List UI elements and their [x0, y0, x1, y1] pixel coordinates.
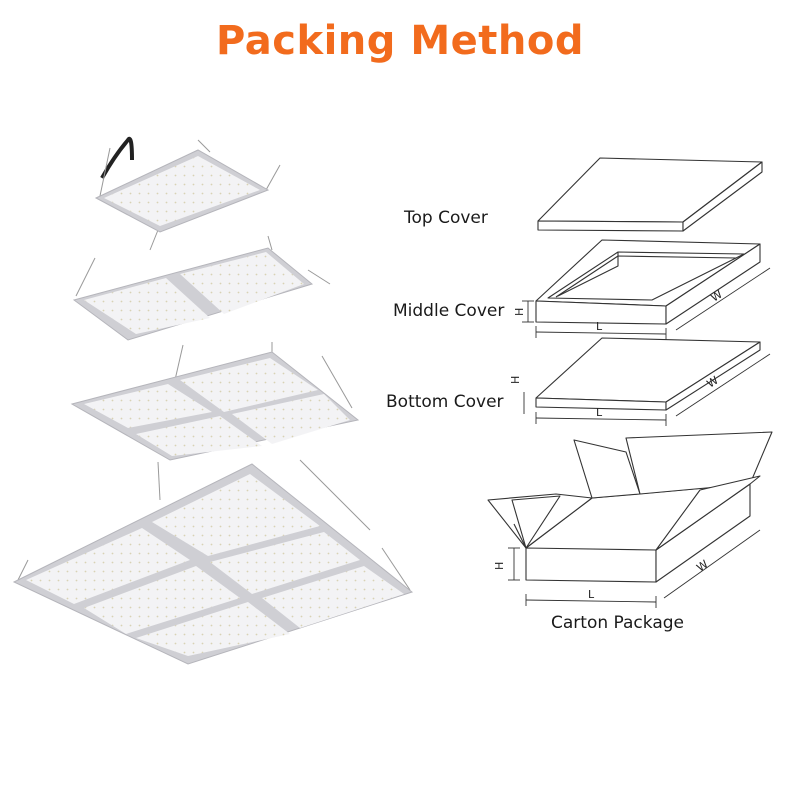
bottom-height-label: H [509, 376, 522, 384]
grow-light-panel-6 [12, 459, 414, 665]
bottom-cover-drawing [535, 337, 761, 411]
middle-cover-label: Middle Cover [393, 301, 505, 321]
carton-height-label: H [493, 562, 506, 570]
middle-height-label: H [513, 308, 526, 316]
page-title: Packing Method [216, 18, 584, 64]
grow-light-panel-1 [94, 137, 281, 251]
top-cover-drawing [537, 157, 763, 232]
middle-length-label: L [596, 320, 603, 333]
carton-width-label: W [694, 557, 710, 574]
top-cover-label: Top Cover [404, 208, 488, 228]
carton-length-label: L [588, 588, 595, 601]
carton-package-drawing [487, 431, 773, 583]
carton-package-label: Carton Package [551, 613, 684, 633]
middle-cover-drawing [535, 239, 761, 325]
grow-light-panel-2 [72, 235, 331, 341]
dimension-lines [508, 267, 771, 608]
grow-light-panel-4 [70, 342, 360, 461]
bottom-length-label: L [596, 406, 603, 419]
bottom-cover-label: Bottom Cover [386, 392, 504, 412]
